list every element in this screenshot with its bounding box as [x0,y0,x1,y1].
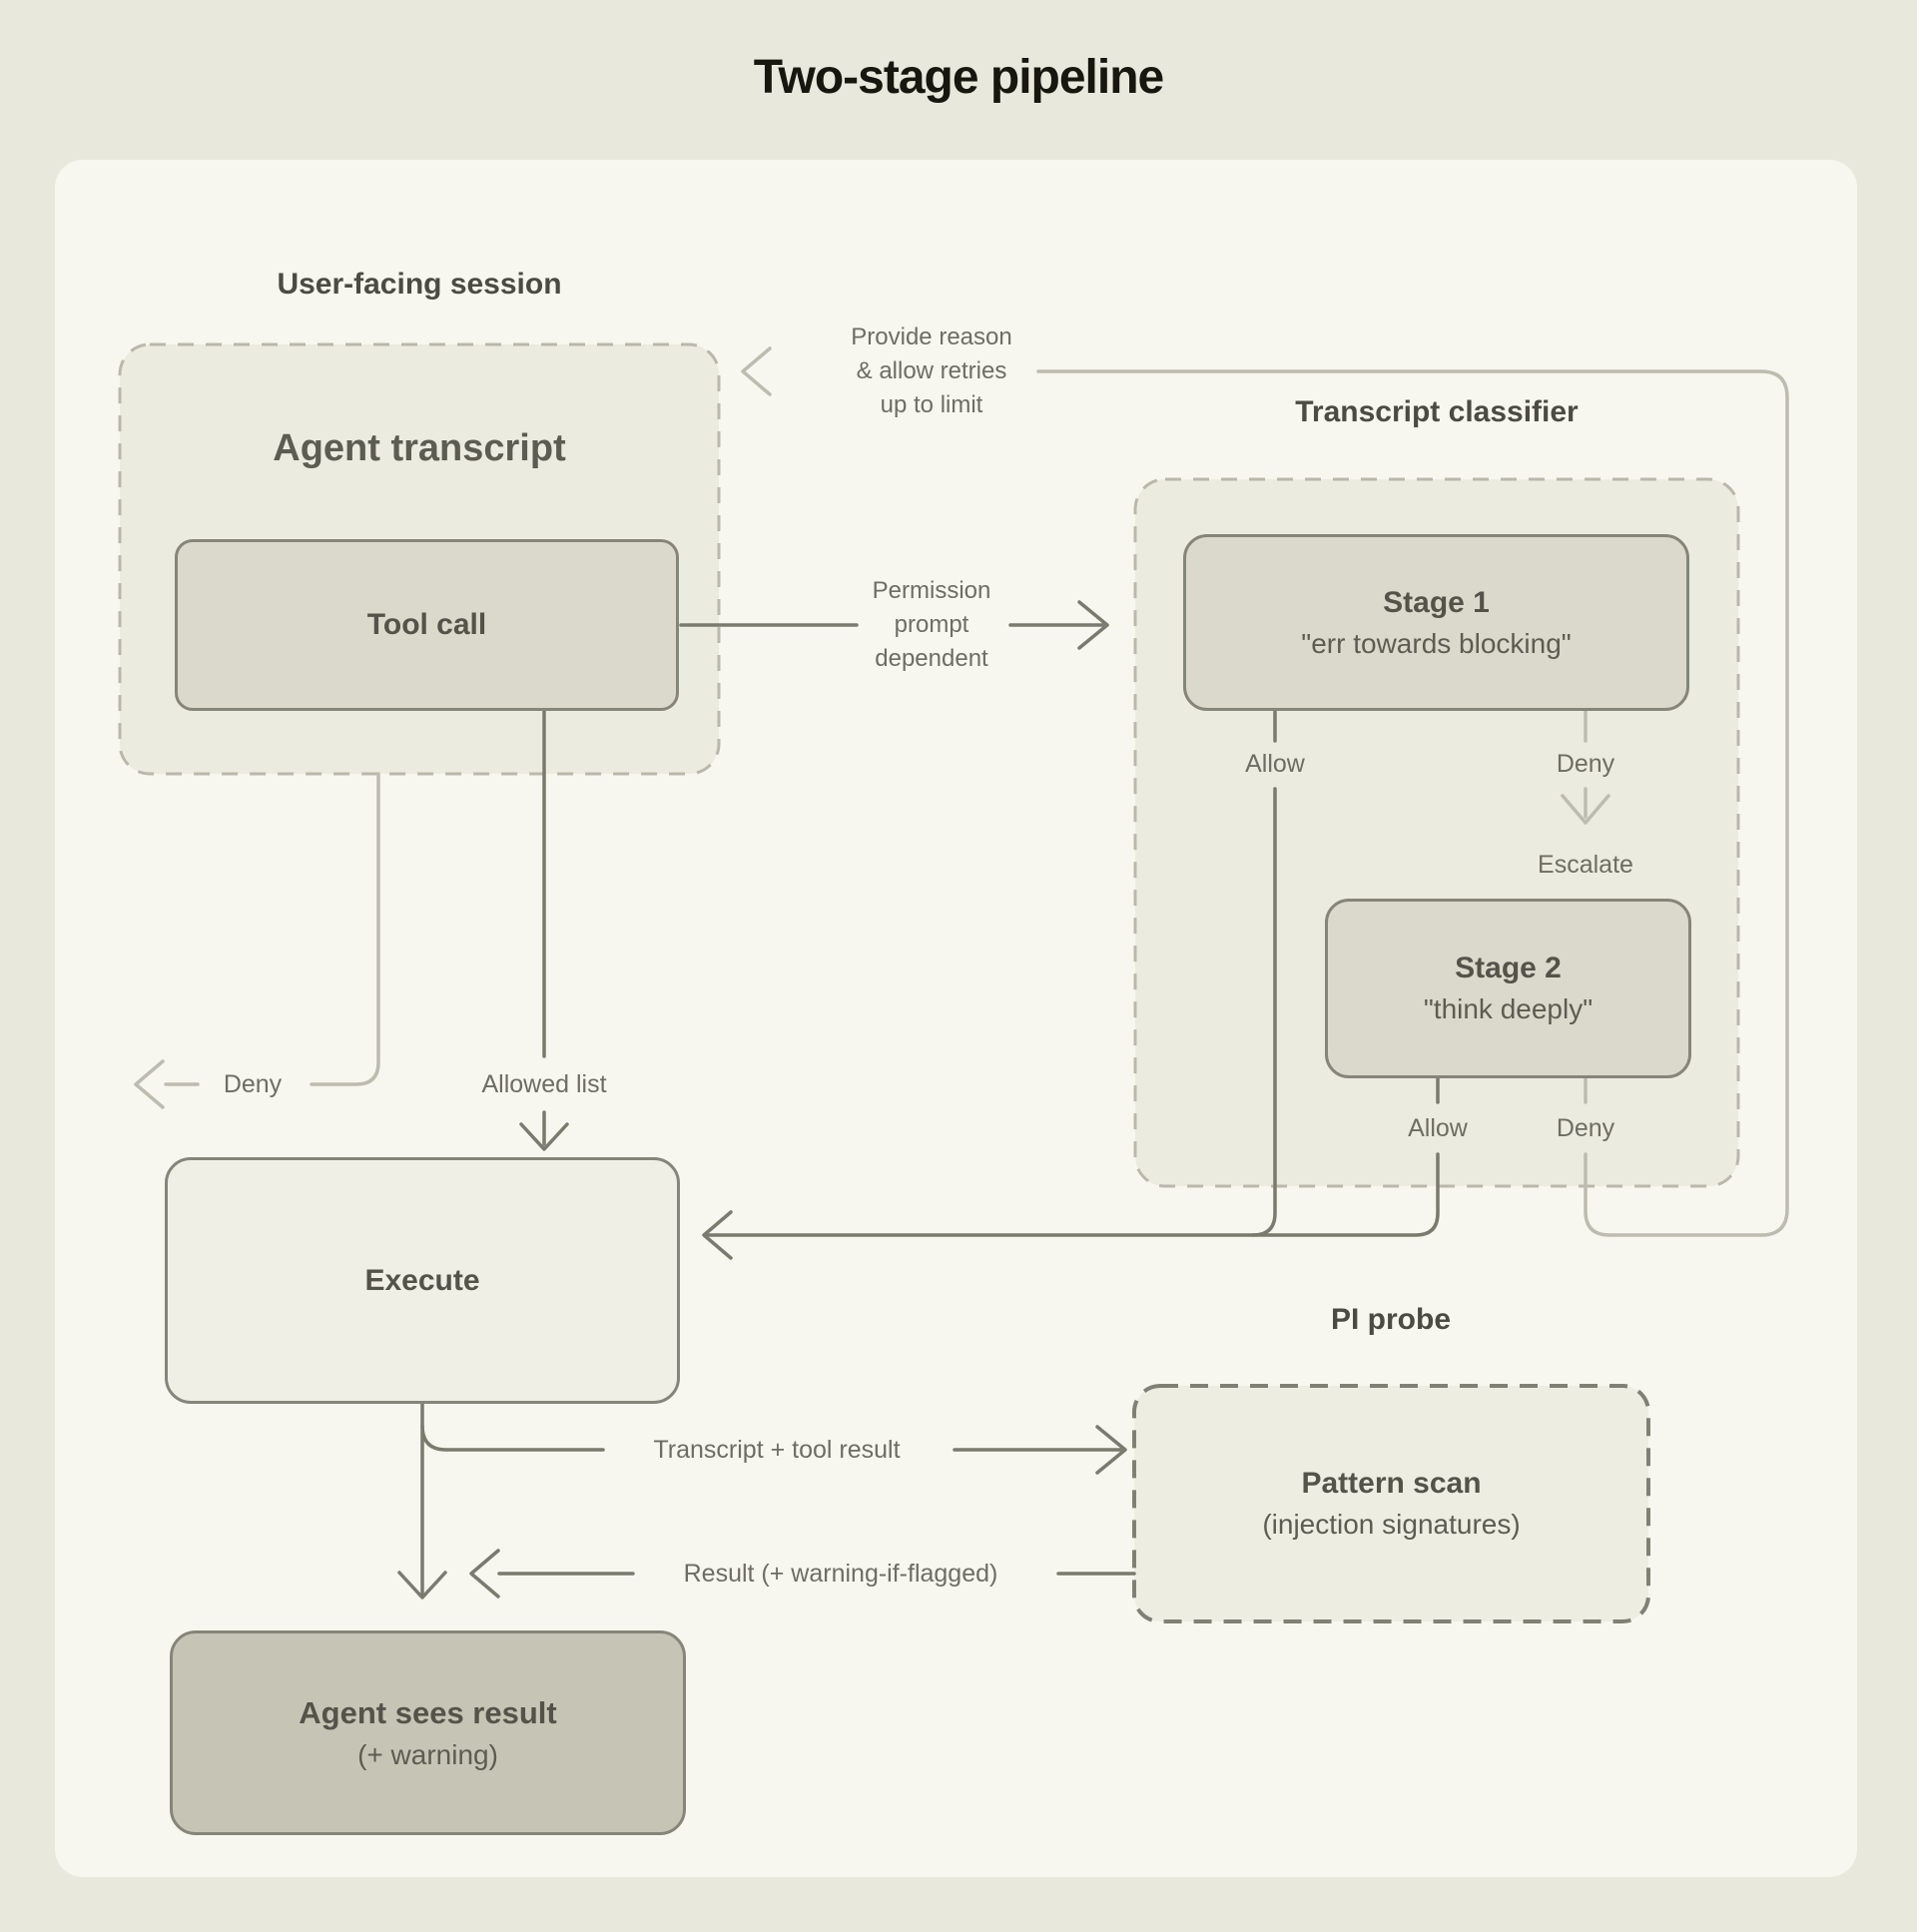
provide-reason-label: Provide reason & allow retries up to lim… [851,323,1012,418]
agent-transcript-label: Agent transcript [273,427,566,469]
stage2-node: Stage 2 "think deeply" [1325,899,1691,1078]
agent-sees-result-label: Agent sees result [299,1694,557,1730]
pattern-scan-label: Pattern scan [1301,1467,1482,1500]
execute-node: Execute [165,1157,680,1404]
stage1-allow-label: Allow [1245,750,1305,778]
stage1-subtitle: "err towards blocking" [1301,627,1572,659]
pattern-scan-subtitle: (injection signatures) [1262,1509,1521,1540]
tool-call-label: Tool call [366,608,487,641]
user-facing-session-heading: User-facing session [277,268,562,301]
stage2-allow-label: Allow [1408,1114,1468,1142]
permission-prompt-label: Permission prompt dependent [872,577,991,672]
stage2-subtitle: "think deeply" [1423,993,1594,1024]
stage2-deny-label: Deny [1556,1114,1615,1142]
stage1-deny-label: Deny [1556,750,1615,778]
pattern-scan-node: Pattern scan (injection signatures) [1134,1386,1648,1621]
pi-probe-heading: PI probe [1330,1303,1451,1336]
execute-label: Execute [364,1263,480,1297]
escalate-label: Escalate [1538,851,1633,879]
agent-sees-result-subtitle: (+ warning) [357,1738,498,1770]
allowed-list-label: Allowed list [481,1070,607,1098]
user-deny-label: Deny [223,1070,283,1098]
page-title: Two-stage pipeline [753,51,1164,104]
result-warning-label: Result (+ warning-if-flagged) [683,1560,998,1588]
agent-sees-result-node: Agent sees result (+ warning) [170,1630,686,1835]
transcript-tool-result-label: Transcript + tool result [653,1436,901,1464]
stage1-label: Stage 1 [1383,585,1490,619]
transcript-classifier-heading: Transcript classifier [1295,395,1579,428]
stage2-label: Stage 2 [1455,952,1562,984]
tool-call-node: Tool call [175,539,679,711]
stage1-node: Stage 1 "err towards blocking" [1183,534,1689,711]
